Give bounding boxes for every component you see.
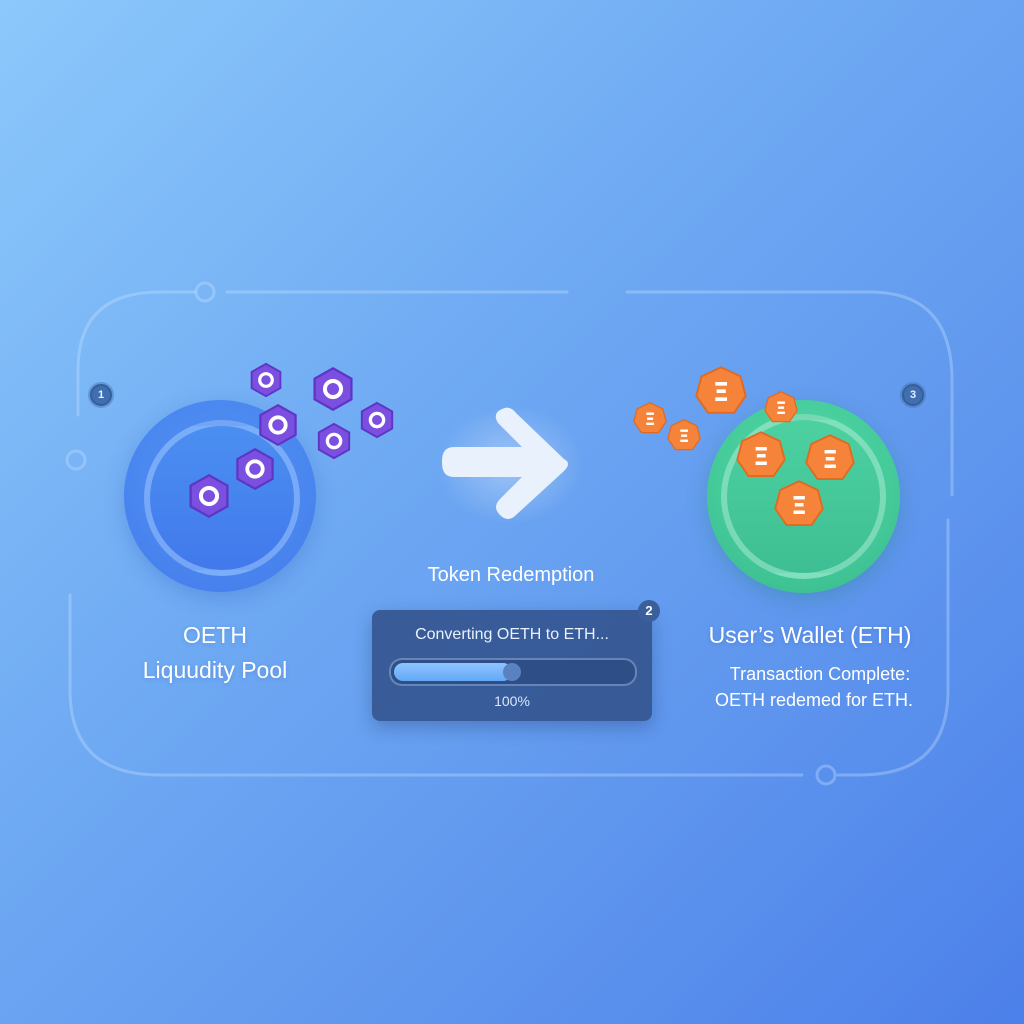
oeth-hexagon-token-icon bbox=[317, 422, 351, 460]
svg-text:Ξ: Ξ bbox=[679, 427, 690, 447]
progress-bar bbox=[389, 658, 637, 686]
redemption-title: Token Redemption bbox=[427, 564, 595, 586]
eth-heptagon-token-icon: Ξ bbox=[736, 431, 786, 477]
destination-message-line2: OETH redemed for ETH. bbox=[714, 690, 914, 710]
oeth-hexagon-token-icon bbox=[236, 447, 274, 491]
oeth-hexagon-token-icon bbox=[360, 401, 394, 439]
svg-text:Ξ: Ξ bbox=[776, 399, 787, 419]
conversion-progress-card: 2 Converting OETH to ETH... 100% bbox=[372, 600, 660, 721]
oeth-hexagon-token-icon bbox=[250, 362, 282, 398]
step-2-badge: 2 bbox=[638, 600, 660, 622]
conversion-status-text: Converting OETH to ETH... bbox=[415, 626, 609, 643]
progress-percent: 100% bbox=[494, 693, 530, 709]
eth-heptagon-token-icon: Ξ bbox=[774, 480, 824, 526]
progress-fill bbox=[394, 663, 512, 681]
eth-heptagon-token-icon: Ξ bbox=[633, 402, 667, 434]
destination-message-line1: Transaction Complete: bbox=[729, 664, 911, 684]
svg-text:Ξ: Ξ bbox=[645, 410, 656, 430]
oeth-hexagon-token-icon bbox=[259, 403, 297, 447]
oeth-hexagon-token-icon bbox=[189, 473, 229, 519]
svg-text:Ξ: Ξ bbox=[791, 491, 807, 520]
progress-knob bbox=[503, 663, 521, 681]
source-title-line1: OETH bbox=[183, 622, 247, 648]
destination-title: User’s Wallet (ETH) bbox=[708, 622, 912, 648]
eth-heptagon-token-icon: Ξ bbox=[667, 419, 701, 451]
eth-heptagon-token-icon: Ξ bbox=[805, 434, 855, 480]
svg-text:Ξ: Ξ bbox=[822, 445, 838, 474]
eth-heptagon-token-icon: Ξ bbox=[764, 391, 798, 423]
step-1-badge: 1 bbox=[90, 384, 112, 406]
source-title-line2: Liquudity Pool bbox=[142, 657, 288, 683]
svg-text:Ξ: Ξ bbox=[713, 378, 729, 408]
oeth-hexagon-token-icon bbox=[313, 366, 353, 412]
svg-text:Ξ: Ξ bbox=[753, 442, 769, 471]
arrow-right-icon bbox=[442, 407, 568, 519]
eth-heptagon-token-icon: Ξ bbox=[695, 366, 747, 414]
step-3-badge: 3 bbox=[902, 384, 924, 406]
